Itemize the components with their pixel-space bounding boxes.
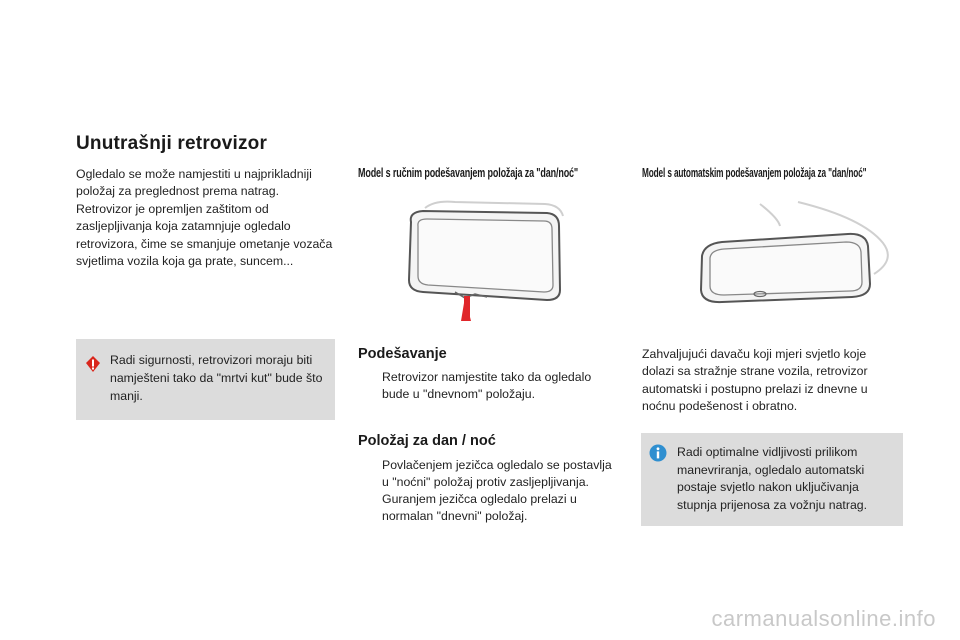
automatic-description: Zahvaljujući davaču koji mjeri svjetlo k… — [642, 347, 868, 414]
automatic-model-heading: Model s automatskim podešavanjem položaj… — [642, 166, 867, 180]
page-title: Unutrašnji retrovizor — [76, 133, 268, 154]
warning-box: Radi sigurnosti, retrovizori moraju biti… — [76, 339, 335, 420]
daynight-subheading: Položaj za dan / noć — [358, 433, 496, 449]
watermark: carmanualsonline.info — [711, 606, 936, 631]
info-text: Radi optimalne vidljivosti prilikom mane… — [677, 445, 868, 512]
adjust-subheading: Podešavanje — [358, 346, 447, 362]
list-item: Guranjem jezičca ogledalo prelazi u norm… — [382, 492, 577, 524]
list-item: Retrovizor namjestite tako da ogledalo b… — [382, 370, 592, 402]
warning-icon — [86, 356, 100, 372]
manual-model-heading: Model s ručnim podešavanjem položaja za … — [358, 166, 579, 180]
info-box: Radi optimalne vidljivosti prilikom mane… — [641, 433, 903, 526]
list-item: Povlačenjem jezičca ogledalo se postavlj… — [382, 458, 612, 490]
manual-mirror-illustration — [407, 200, 564, 321]
light-sensor-icon — [753, 290, 767, 298]
warning-text: Radi sigurnosti, retrovizori moraju biti… — [110, 353, 323, 403]
intro-paragraph: Ogledalo se može namjestiti u najpriklad… — [76, 167, 333, 269]
info-icon — [649, 444, 667, 462]
automatic-mirror-illustration — [699, 201, 889, 304]
